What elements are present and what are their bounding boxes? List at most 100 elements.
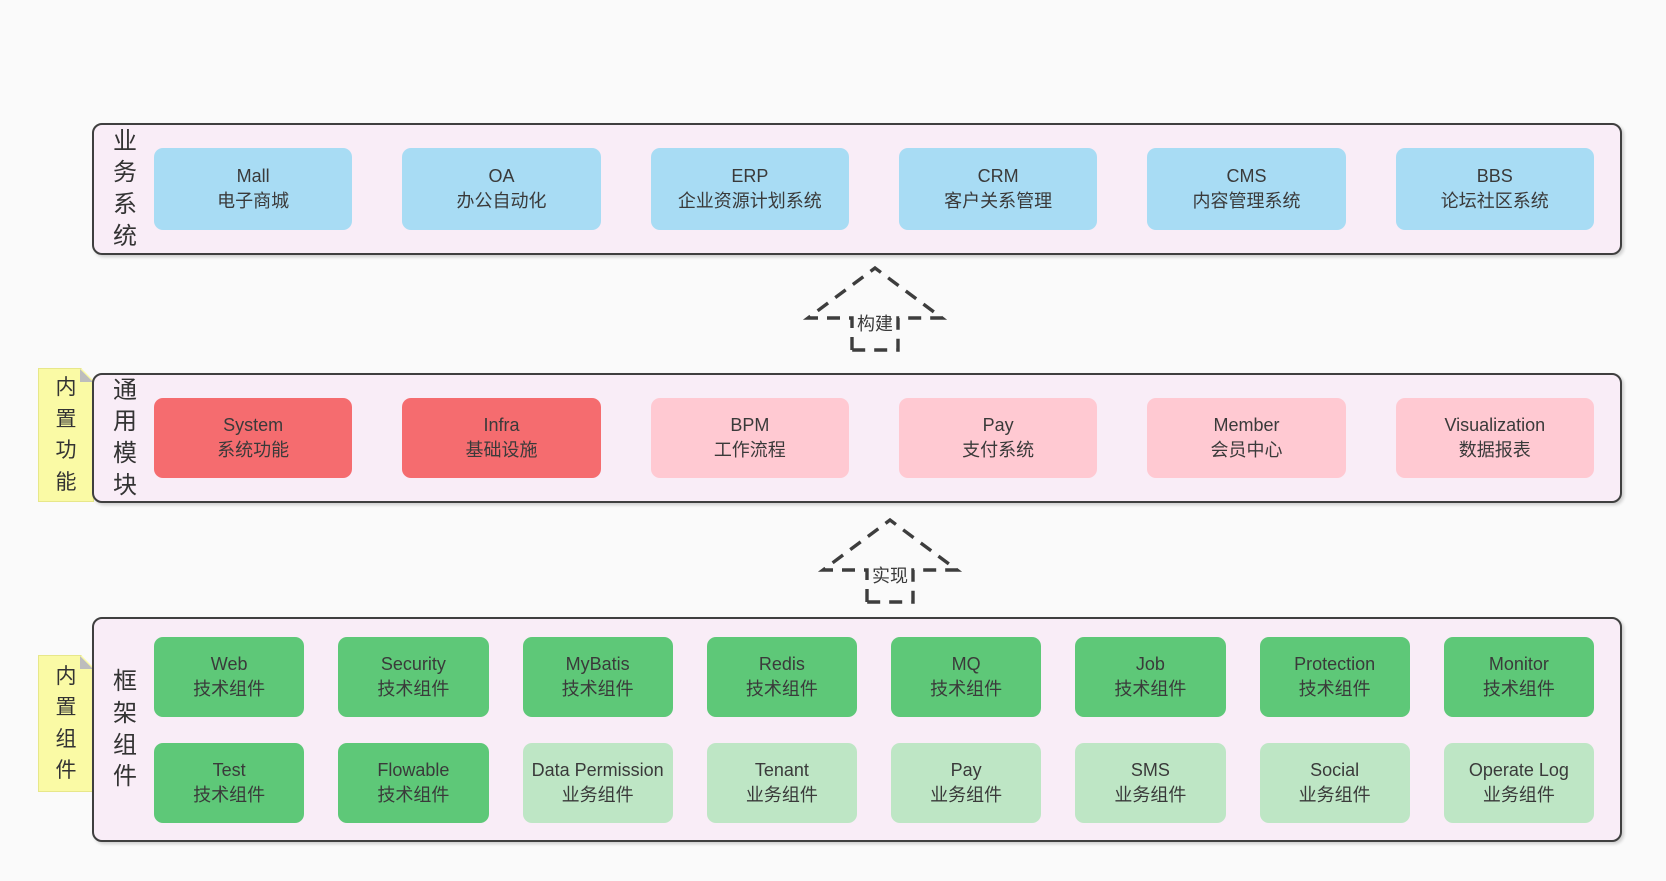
box-pay-component-name: Pay — [950, 759, 982, 780]
box-mybatis-name: MyBatis — [565, 653, 630, 674]
box-redis: Redis 技术组件 — [706, 636, 857, 717]
box-monitor-desc: 技术组件 — [1482, 678, 1555, 699]
box-tenant-desc: 业务组件 — [745, 784, 818, 805]
box-operate-log-desc: 业务组件 — [1482, 784, 1555, 805]
box-redis-name: Redis — [758, 653, 805, 674]
box-web: Web 技术组件 — [154, 636, 305, 717]
box-operate-log: Operate Log 业务组件 — [1443, 742, 1594, 823]
box-social: Social 业务组件 — [1259, 742, 1410, 823]
box-bbs-desc: 论坛社区系统 — [1440, 191, 1549, 211]
box-tenant-name: Tenant — [754, 759, 809, 780]
sticky-built-in-functions-label: 内置功能 — [55, 376, 77, 494]
arrow-build: 构建 — [800, 260, 950, 352]
box-social-desc: 业务组件 — [1298, 784, 1371, 805]
arrow-implement-label: 实现 — [869, 562, 911, 588]
box-flowable: Flowable 技术组件 — [338, 742, 489, 823]
sticky-fold-corner-icon — [80, 369, 93, 382]
box-sms: SMS 业务组件 — [1075, 742, 1226, 823]
box-test-name: Test — [212, 759, 246, 780]
arrow-build-label: 构建 — [854, 310, 896, 336]
box-mall: Mall 电子商城 — [154, 148, 353, 230]
box-visualization: Visualization 数据报表 — [1395, 398, 1594, 478]
box-mq-desc: 技术组件 — [930, 678, 1003, 699]
framework-components-row-1: Web 技术组件 Security 技术组件 MyBatis 技术组件 Redis 技术… — [154, 636, 1594, 717]
box-social-name: Social — [1310, 759, 1360, 780]
box-web-desc: 技术组件 — [193, 678, 266, 699]
box-tenant: Tenant 业务组件 — [706, 742, 857, 823]
band-label-business-systems: 业务系统 — [113, 127, 137, 250]
box-cms-desc: 内容管理系统 — [1192, 191, 1301, 211]
arrow-implement: 实现 — [815, 512, 965, 604]
box-member: Member 会员中心 — [1147, 398, 1346, 478]
box-flowable-name: Flowable — [377, 759, 450, 780]
box-mybatis: MyBatis 技术组件 — [522, 636, 673, 717]
box-mq: MQ 技术组件 — [891, 636, 1042, 717]
sticky-built-in-functions: 内置功能 — [38, 368, 94, 502]
box-system-desc: 系统功能 — [217, 440, 290, 460]
box-pay-name: Pay — [982, 415, 1014, 436]
box-member-name: Member — [1213, 415, 1280, 436]
box-bbs: BBS 论坛社区系统 — [1395, 148, 1594, 230]
box-mq-name: MQ — [951, 653, 981, 674]
box-crm: CRM 客户关系管理 — [898, 148, 1098, 230]
box-system-name: System — [223, 415, 284, 436]
box-bpm-name: BPM — [730, 415, 770, 436]
box-visualization-desc: 数据报表 — [1458, 440, 1531, 460]
box-erp-name: ERP — [731, 166, 769, 187]
box-cms: CMS 内容管理系统 — [1147, 148, 1346, 230]
box-pay-component-desc: 业务组件 — [930, 784, 1003, 805]
box-pay: Pay 支付系统 — [898, 398, 1098, 478]
box-sms-name: SMS — [1130, 759, 1170, 780]
box-test: Test 技术组件 — [154, 742, 305, 823]
box-monitor-name: Monitor — [1488, 653, 1549, 674]
box-bbs-name: BBS — [1476, 166, 1513, 187]
box-system: System 系统功能 — [154, 398, 353, 478]
box-crm-name: CRM — [977, 166, 1019, 187]
box-test-desc: 技术组件 — [193, 784, 266, 805]
up-arrow-dashed-icon — [802, 265, 948, 352]
box-security-desc: 技术组件 — [377, 678, 450, 699]
box-protection-name: Protection — [1294, 653, 1376, 674]
box-oa-desc: 办公自动化 — [456, 191, 547, 211]
box-job-name: Job — [1135, 653, 1165, 674]
box-cms-name: CMS — [1226, 166, 1267, 187]
box-operate-log-name: Operate Log — [1468, 759, 1569, 780]
box-protection: Protection 技术组件 — [1259, 636, 1410, 717]
sticky-built-in-components: 内置组件 — [38, 655, 94, 792]
box-sms-desc: 业务组件 — [1114, 784, 1187, 805]
box-visualization-name: Visualization — [1444, 415, 1546, 436]
sticky-built-in-components-label: 内置组件 — [55, 664, 77, 782]
box-erp-desc: 企业资源计划系统 — [677, 191, 822, 211]
business-systems-row: Mall 电子商城 OA 办公自动化 ERP 企业资源计划系统 CRM 客户关系管理 C… — [154, 148, 1594, 230]
box-protection-desc: 技术组件 — [1298, 678, 1371, 699]
box-infra-name: Infra — [483, 415, 520, 436]
box-mall-name: Mall — [236, 166, 270, 187]
box-monitor: Monitor 技术组件 — [1443, 636, 1594, 717]
box-data-permission-desc: 业务组件 — [561, 784, 634, 805]
box-mall-desc: 电子商城 — [217, 191, 290, 211]
box-oa: OA 办公自动化 — [402, 148, 601, 230]
band-label-framework-components: 框架组件 — [113, 668, 137, 791]
box-job-desc: 技术组件 — [1114, 678, 1187, 699]
box-oa-name: OA — [488, 166, 515, 187]
box-security: Security 技术组件 — [338, 636, 489, 717]
box-erp: ERP 企业资源计划系统 — [650, 148, 849, 230]
up-arrow-dashed-icon — [817, 517, 963, 604]
box-redis-desc: 技术组件 — [745, 678, 818, 699]
box-mybatis-desc: 技术组件 — [561, 678, 634, 699]
box-pay-component: Pay 业务组件 — [891, 742, 1042, 823]
band-framework-components: 框架组件 Web 技术组件 Security 技术组件 MyBatis 技术组件 Re… — [92, 617, 1622, 842]
box-pay-desc: 支付系统 — [962, 440, 1035, 460]
box-security-name: Security — [380, 653, 446, 674]
box-flowable-desc: 技术组件 — [377, 784, 450, 805]
box-job: Job 技术组件 — [1075, 636, 1226, 717]
box-web-name: Web — [210, 653, 248, 674]
box-member-desc: 会员中心 — [1210, 440, 1283, 460]
box-crm-desc: 客户关系管理 — [944, 191, 1053, 211]
